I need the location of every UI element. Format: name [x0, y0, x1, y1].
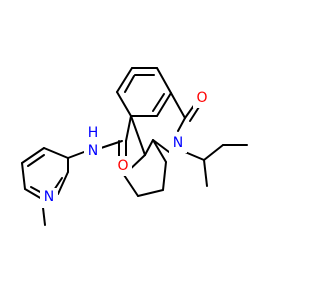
atom-background: [169, 133, 187, 153]
bond: [152, 93, 165, 112]
bond: [184, 151, 205, 161]
bond: [189, 106, 200, 122]
bond: [67, 151, 85, 159]
bond: [116, 67, 133, 93]
bond: [137, 189, 164, 197]
bond: [144, 139, 154, 156]
atom-label-n-ring: N: [173, 135, 183, 151]
bond: [43, 147, 69, 159]
bond: [152, 139, 170, 153]
molecule-canvas: N H N N O O: [21, 67, 248, 226]
bond: [156, 92, 172, 117]
bond: [177, 117, 186, 132]
atom-label-o-amide: O: [117, 158, 128, 174]
atom-label-o-lactam: O: [196, 90, 207, 106]
bond: [156, 67, 172, 94]
bond: [100, 140, 123, 149]
bond: [21, 162, 26, 190]
bond: [123, 174, 139, 197]
bond: [27, 154, 45, 167]
bond: [21, 147, 45, 164]
atom-label-n-pyridine: N: [44, 189, 54, 205]
atom-labels: N H N N O O: [40, 88, 211, 208]
bond: [57, 171, 69, 195]
bond: [152, 139, 167, 163]
atom-nitrogen-pyridine: N: [40, 188, 58, 208]
atom-nitrogen-ring: N: [169, 133, 187, 153]
atom-background: [193, 88, 211, 108]
bond: [170, 92, 186, 119]
atom-nitrogen-amide: N: [84, 141, 102, 161]
bond: [130, 115, 146, 156]
bond: [116, 91, 132, 117]
atom-background: [114, 156, 132, 176]
bond: [203, 144, 224, 161]
bond: [125, 115, 132, 142]
atom-background: [84, 141, 102, 161]
atom-oxygen-amide: O: [114, 156, 132, 176]
bond: [203, 159, 208, 187]
molecule-structure: N H N N O O: [21, 67, 248, 226]
bond: [162, 161, 167, 191]
bond: [24, 188, 43, 200]
atom-label-h: H: [88, 125, 99, 141]
atom-oxygen-lactam: O: [193, 88, 211, 108]
atom-background: [40, 188, 58, 208]
atom-label-n: N: [88, 143, 98, 159]
bond: [124, 75, 135, 93]
